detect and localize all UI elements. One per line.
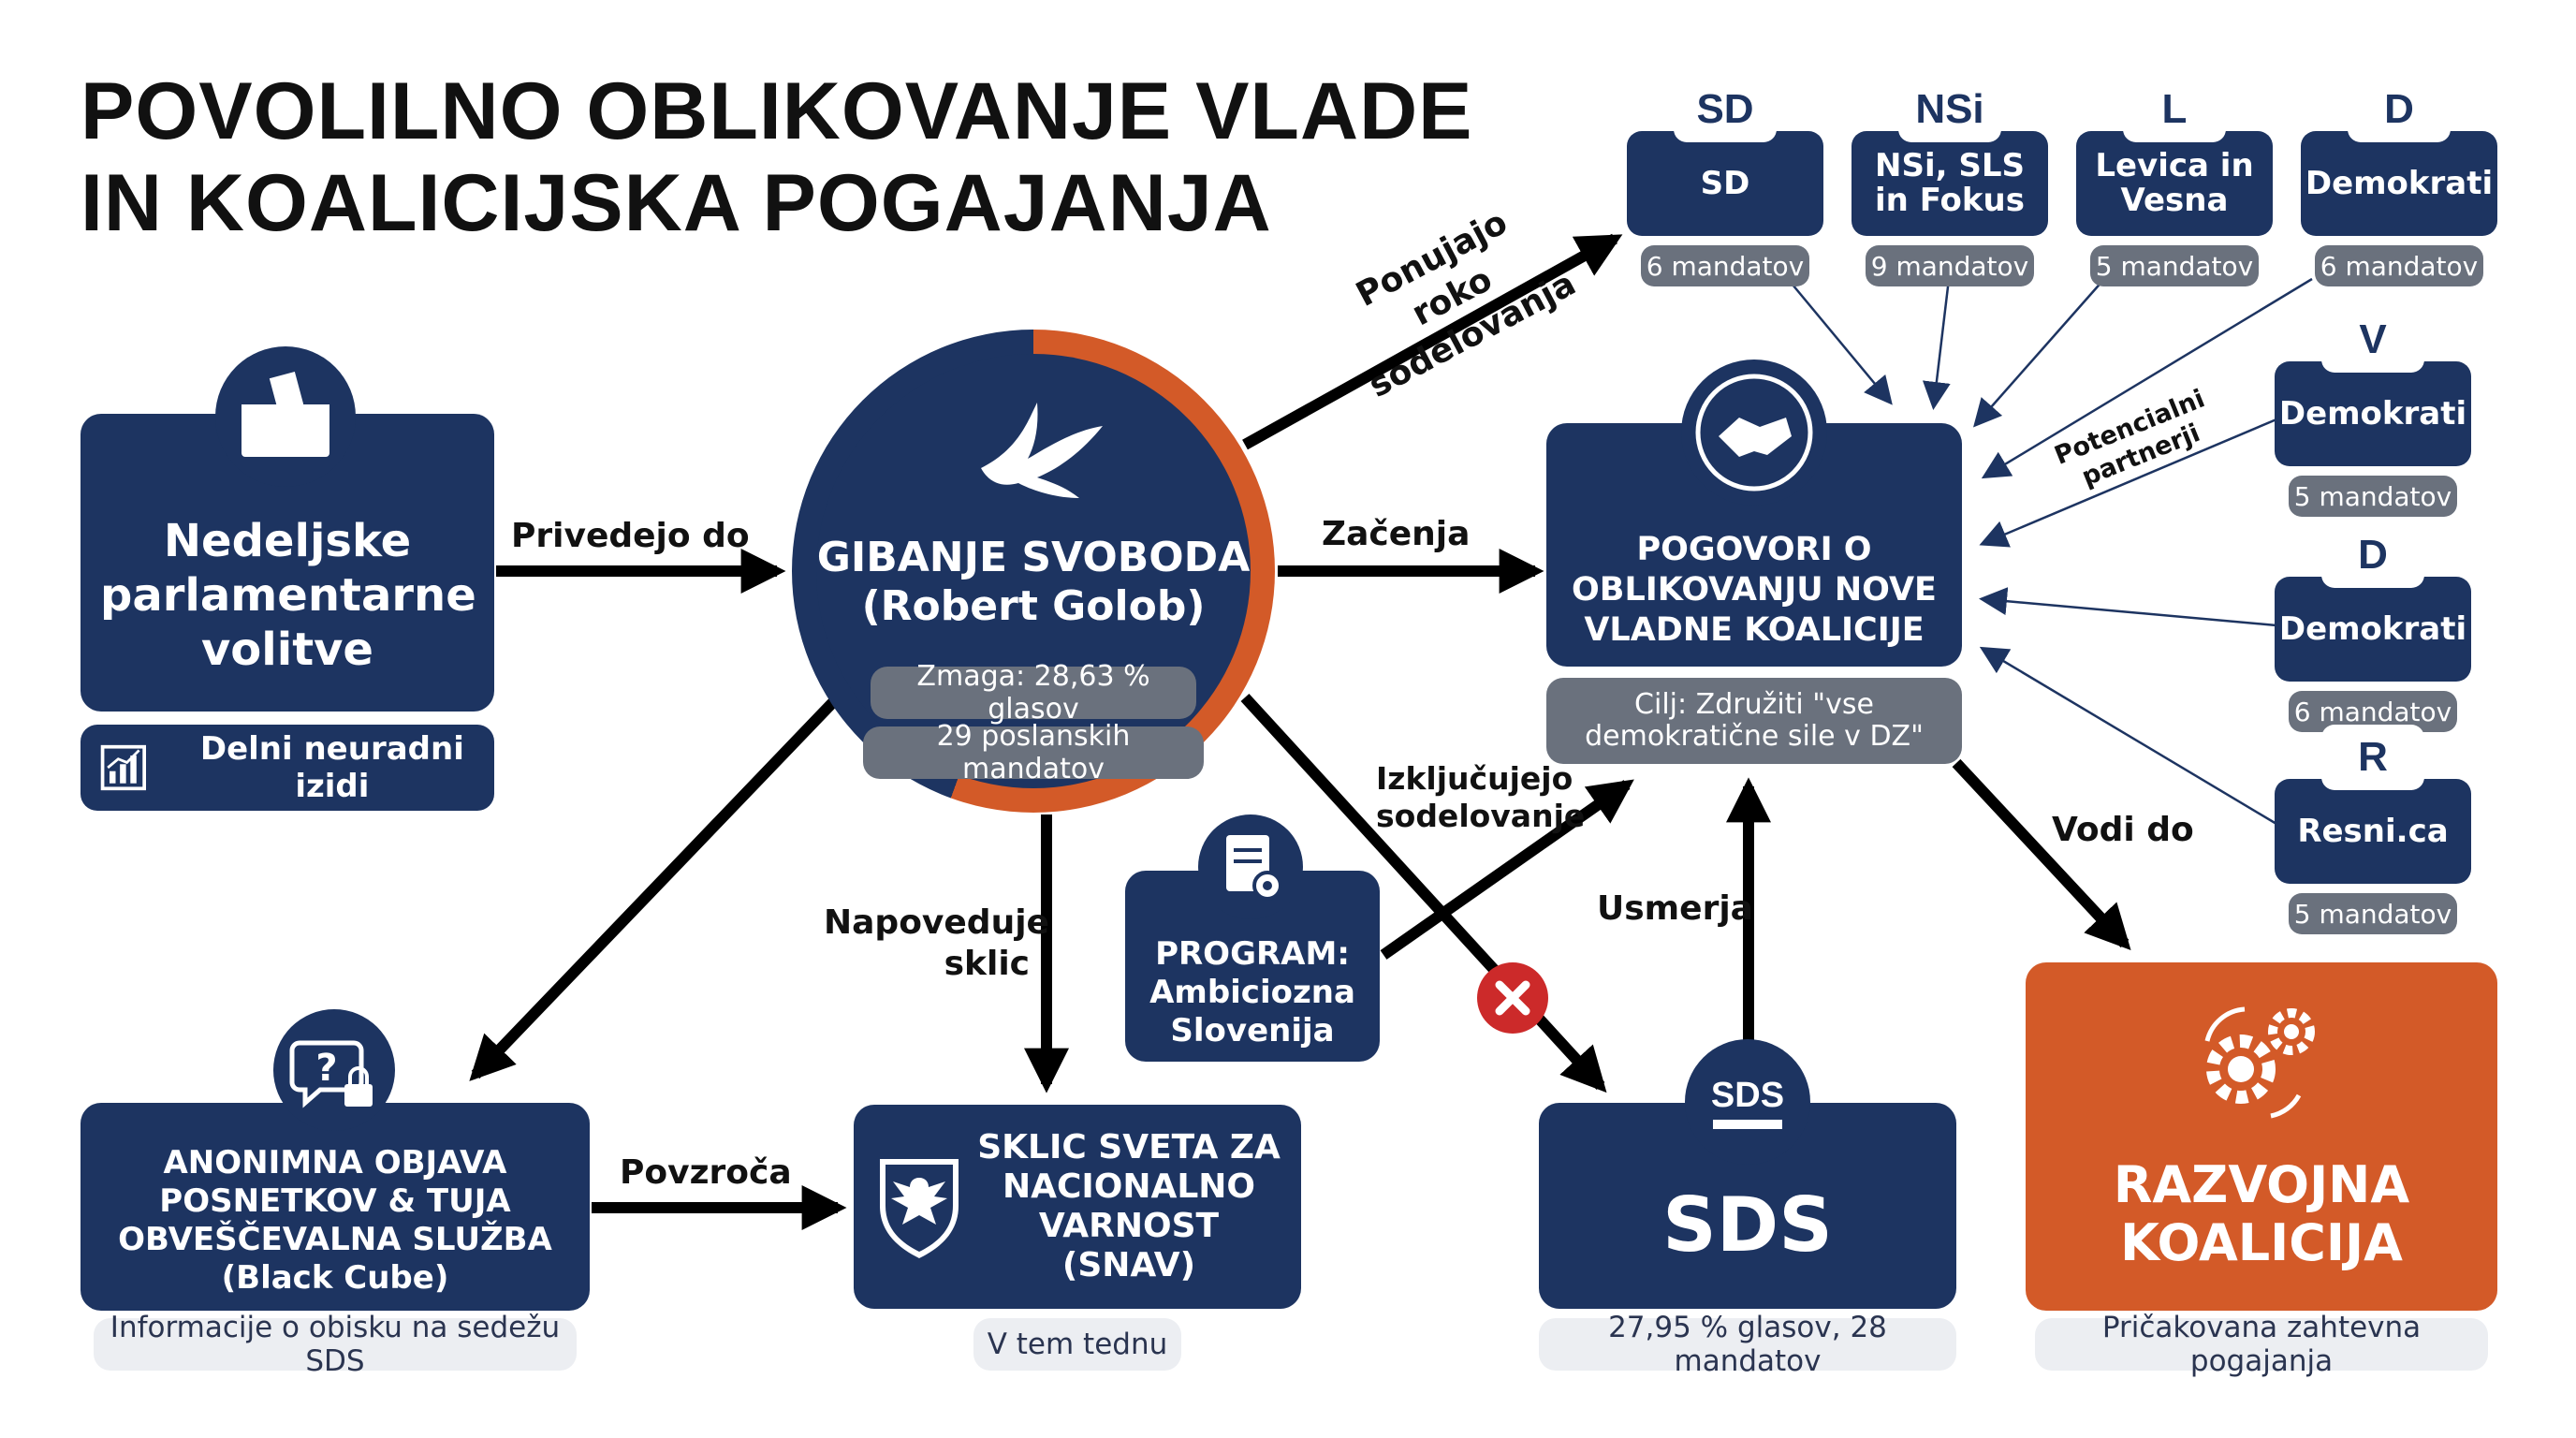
- party-demokrati-d-name: Demokrati: [2275, 577, 2471, 682]
- levica-logo-icon: L: [2123, 77, 2226, 142]
- recordings-note: Informacije o obisku na sedežu SDS: [94, 1311, 577, 1378]
- line-demokrati-v-to-talks: [1979, 418, 2277, 548]
- arrow-label-starts: Začenja: [1322, 515, 1471, 553]
- coalition-talks-label: POGOVORI O OBLIKOVANJU NOVE VLADNE KOALI…: [1572, 530, 1937, 649]
- arrow-label-announce: Napoveduje sklic: [824, 902, 1049, 985]
- party-nsi-seats: 9 mandatov: [1866, 245, 2034, 286]
- party-demokrati-v-seats: 5 mandatov: [2289, 476, 2457, 517]
- party-resnica-name: Resni.ca: [2275, 779, 2471, 884]
- party-sd-name: SD: [1627, 131, 1823, 236]
- snav-note: V tem tednu: [973, 1318, 1181, 1371]
- sds-note: 27,95 % glasov, 28 mandatov: [1539, 1311, 1956, 1378]
- gs-leader: (Robert Golob): [861, 582, 1206, 630]
- handshake-icon: [1681, 360, 1827, 506]
- line-demokrati-top-to-talks: [1981, 277, 2313, 479]
- arrow-talks-to-dev: [1952, 758, 2131, 951]
- partial-results-label: Delni neuradni izidi: [199, 730, 464, 805]
- gs-seats-pill: 29 poslanskih mandatov: [863, 720, 1204, 785]
- nsi-logo-icon: NSi: [1898, 77, 2001, 142]
- recordings-label: ANONIMNA OBJAVA POSNETKOV & TUJA OBVEŠČE…: [118, 1144, 552, 1297]
- party-levica-name: Levica in Vesna: [2076, 131, 2273, 236]
- dove-icon: [981, 403, 1103, 498]
- elections-label: Nedeljske parlamentarne volitve: [100, 515, 476, 676]
- gears-icon: [2204, 1006, 2315, 1119]
- page-title: POVOLILNO OBLIKOVANJE VLADE IN KOALICIJS…: [80, 66, 1473, 249]
- party-resnica-seats: 5 mandatov: [2289, 893, 2457, 934]
- development-coalition-note: Pričakovana zahtevna pogajanja: [2035, 1311, 2488, 1378]
- arrow-program-to-talks: [1380, 779, 1634, 960]
- arrow-label-exclude: Izključujejo sodelovanje: [1376, 760, 1585, 835]
- question-lock-icon: ?: [273, 1009, 395, 1131]
- party-nsi-name: NSi, SLS in Fokus: [1852, 131, 2048, 236]
- party-levica-seats: 5 mandatov: [2090, 245, 2259, 286]
- bar-chart-icon: [100, 744, 147, 791]
- title-line-1: POVOLILNO OBLIKOVANJE VLADE: [80, 66, 1473, 156]
- development-coalition-label: RAZVOJNA KOALICIJA: [2113, 1155, 2410, 1272]
- eagle-shield-icon: [871, 1150, 968, 1262]
- coalition-goal-pill: Cilj: Združiti "vse demokratične sile v …: [1546, 678, 1962, 764]
- arrow-label-causes: Povzroča: [620, 1153, 792, 1192]
- program-label: PROGRAM: Ambiciozna Slovenija: [1149, 934, 1355, 1049]
- party-sd-seats: 6 mandatov: [1641, 245, 1809, 286]
- arrow-label-lead-to: Privedejo do: [511, 517, 750, 555]
- sds-logo-underline: [1712, 1119, 1782, 1129]
- v-logo-icon: V: [2321, 307, 2424, 373]
- line-demokrati-d-to-talks: [1979, 587, 2277, 627]
- gs-name: GIBANJE SVOBODA: [816, 534, 1251, 581]
- sd-logo-icon: SD: [1674, 77, 1777, 142]
- sds-logo-text: SDS: [1710, 1075, 1785, 1115]
- development-coalition-box: RAZVOJNA KOALICIJA: [2026, 962, 2497, 1311]
- arrow-gs-to-recordings: [469, 697, 838, 1081]
- arrow-gs-to-sds: [1240, 693, 1607, 1093]
- gs-win-pill: Zmaga: 28,63 % glasov: [871, 660, 1196, 726]
- arrow-label-directs: Usmerja: [1597, 889, 1753, 928]
- d-logo-icon: D: [2321, 522, 2424, 588]
- line-resnica-to-talks: [1979, 646, 2277, 826]
- arrow-label-leads: Vodi do: [2052, 811, 2194, 849]
- arrow-gs-to-parties: [1242, 233, 1623, 450]
- document-gear-icon: [1198, 814, 1303, 919]
- demokrati-logo-icon: D: [2348, 77, 2451, 142]
- recordings-box: ANONIMNA OBJAVA POSNETKOV & TUJA OBVEŠČE…: [80, 1103, 590, 1311]
- r-logo-icon: R: [2321, 725, 2424, 790]
- arrow-label-announce-text: Napoveduje sklic: [824, 903, 1049, 983]
- party-demokrati-top-seats: 6 mandatov: [2315, 245, 2483, 286]
- sds-logo-icon: SDS: [1685, 1039, 1810, 1165]
- title-line-2: IN KOALICIJSKA POGAJANJA: [80, 158, 1272, 248]
- party-demokrati-v-name: Demokrati: [2275, 361, 2471, 466]
- ballot-box-icon: [215, 346, 356, 487]
- partial-results-pill: Delni neuradni izidi: [80, 725, 494, 811]
- arrow-label-exclude-text: Izključujejo sodelovanje: [1376, 760, 1586, 834]
- party-demokrati-top-name: Demokrati: [2301, 131, 2497, 236]
- line-nsi-to-talks: [1922, 278, 1951, 410]
- exclusion-x-icon: [1477, 962, 1548, 1034]
- sds-label: SDS: [1662, 1181, 1833, 1269]
- line-levica-to-talks: [1973, 278, 2105, 428]
- snav-label: SKLIC SVETA ZA NACIONALNO VARNOST (SNAV): [977, 1128, 1281, 1284]
- line-sd-to-talks: [1787, 278, 1893, 405]
- svg-text:?: ?: [315, 1047, 337, 1090]
